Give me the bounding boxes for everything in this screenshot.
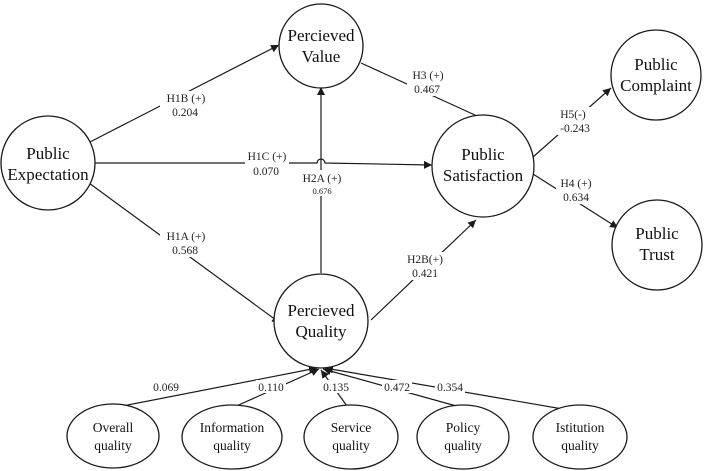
label-h2a-hypothesis: H2A (+) [303, 173, 342, 185]
node-istitution-quality-line2: quality [561, 438, 599, 453]
label-h4: H4 (+) 0.634 [556, 176, 596, 204]
node-policy-quality: Policy quality [416, 404, 510, 470]
node-public-complaint-line2: Complaint [620, 76, 692, 95]
label-h1b: H1B (+) 0.204 [160, 91, 210, 119]
nodes: Public Expectation Percieved Value Perci… [0, 3, 703, 470]
label-policy-coefficient: 0.472 [384, 382, 410, 394]
node-istitution-quality-line1: Istitution [556, 420, 605, 435]
node-information-quality-line1: Information [200, 420, 265, 435]
label-istitution-coefficient: 0.354 [437, 382, 463, 394]
label-overall-coefficient: 0.069 [153, 382, 179, 394]
node-overall-quality-line2: quality [94, 438, 132, 453]
label-h3: H3 (+) 0.467 [407, 68, 449, 96]
label-h1a: H1A (+) 0.568 [160, 229, 210, 257]
node-service-quality-line2: quality [332, 438, 370, 453]
node-public-expectation-line1: Public [26, 144, 70, 163]
label-h3-coefficient: 0.467 [414, 84, 440, 96]
node-public-complaint: Public Complaint [610, 29, 702, 121]
label-overall: 0.069 [151, 380, 181, 394]
label-information-coefficient: 0.110 [258, 382, 284, 394]
node-public-satisfaction-line2: Satisfaction [443, 166, 524, 185]
node-information-quality: Information quality [181, 404, 283, 470]
node-public-trust-line2: Trust [639, 245, 675, 264]
label-service-coefficient: 0.135 [323, 382, 349, 394]
label-h1c-coefficient: 0.070 [253, 166, 279, 178]
label-h2b: H2B(+) 0.421 [402, 252, 448, 280]
node-policy-quality-line2: quality [444, 438, 482, 453]
node-public-trust-line1: Public [635, 224, 679, 243]
node-information-quality-line2: quality [213, 438, 251, 453]
label-h5-hypothesis: H5(-) [560, 109, 586, 121]
node-public-expectation-line2: Expectation [7, 165, 89, 184]
label-h1a-coefficient: 0.568 [172, 245, 198, 257]
label-h5: H5(-) -0.243 [556, 107, 594, 135]
label-h1c-hypothesis: H1C (+) [248, 151, 287, 163]
node-overall-quality-line1: Overall [93, 420, 134, 435]
label-h1b-coefficient: 0.204 [172, 107, 198, 119]
label-istitution: 0.354 [435, 380, 465, 394]
label-h2b-coefficient: 0.421 [412, 268, 438, 280]
node-service-quality: Service quality [303, 404, 399, 470]
node-percieved-value-line1: Percieved [287, 26, 355, 45]
label-h1b-hypothesis: H1B (+) [167, 93, 206, 105]
label-h2a-coefficient: 0.676 [312, 186, 331, 196]
label-h2a: H2A (+) 0.676 [300, 170, 343, 196]
label-h1c: H1C (+) 0.070 [245, 151, 289, 178]
node-istitution-quality: Istitution quality [532, 404, 628, 470]
node-public-expectation: Public Expectation [0, 115, 96, 211]
label-h3-hypothesis: H3 (+) [412, 70, 443, 82]
label-policy: 0.472 [382, 380, 412, 394]
node-public-satisfaction: Public Satisfaction [431, 114, 535, 218]
edge-overall [91, 365, 318, 413]
label-h1a-hypothesis: H1A (+) [167, 231, 206, 243]
label-h2b-hypothesis: H2B(+) [407, 254, 443, 266]
node-public-trust: Public Trust [611, 199, 703, 291]
node-percieved-quality: Percieved Quality [273, 273, 369, 369]
node-percieved-quality-line1: Percieved [287, 301, 355, 320]
edge-labels: H1B (+) 0.204 H1C (+) 0.070 H1A (+) 0.56… [151, 68, 596, 394]
node-overall-quality: Overall quality [66, 403, 160, 469]
label-h5-coefficient: -0.243 [560, 123, 590, 135]
label-information: 0.110 [256, 380, 286, 394]
label-service: 0.135 [321, 380, 351, 394]
node-service-quality-line1: Service [331, 420, 371, 435]
label-h4-coefficient: 0.634 [563, 192, 589, 204]
label-h4-hypothesis: H4 (+) [560, 178, 591, 190]
node-policy-quality-line1: Policy [446, 420, 481, 435]
node-percieved-value: Percieved Value [278, 3, 364, 89]
node-percieved-quality-line2: Quality [296, 322, 347, 341]
node-public-satisfaction-line1: Public [461, 145, 505, 164]
node-percieved-value-line2: Value [302, 47, 341, 66]
node-public-complaint-line1: Public [634, 55, 678, 74]
